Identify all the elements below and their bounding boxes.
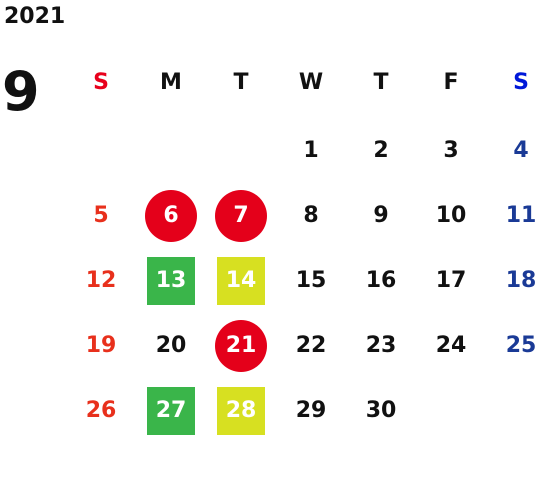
day-cell: 28 — [206, 378, 276, 443]
day-cell: 22 — [276, 313, 346, 378]
day-number: 10 — [435, 203, 467, 228]
day-number: 24 — [435, 333, 467, 358]
day-number: 25 — [505, 333, 537, 358]
day-number: 5 — [93, 203, 109, 228]
year-label: 2021 — [4, 4, 66, 29]
day-cell: 2 — [346, 118, 416, 183]
day-cell: 17 — [416, 248, 486, 313]
day-number: 17 — [435, 268, 467, 293]
weekday-wednesday: W — [298, 69, 324, 95]
day-number: 2 — [373, 138, 389, 163]
day-number: 22 — [295, 333, 327, 358]
day-cell: 19 — [66, 313, 136, 378]
day-number: 26 — [85, 398, 117, 423]
weekday-thursday: T — [373, 69, 389, 95]
day-number: 4 — [513, 138, 529, 163]
day-number: 16 — [365, 268, 397, 293]
day-cell — [136, 118, 206, 183]
day-number: 15 — [295, 268, 327, 293]
weekday-friday: F — [443, 69, 459, 95]
day-number: 7 — [215, 189, 267, 242]
weekday-saturday: S — [513, 69, 529, 95]
day-cell: 5 — [66, 183, 136, 248]
day-number: 12 — [85, 268, 117, 293]
day-cell: 12 — [66, 248, 136, 313]
day-number: 8 — [303, 203, 319, 228]
day-number: 9 — [373, 203, 389, 228]
day-number: 14 — [217, 256, 265, 305]
day-number: 13 — [147, 256, 195, 305]
weekday-monday: M — [160, 69, 182, 95]
day-number: 28 — [217, 386, 265, 435]
day-cell: 29 — [276, 378, 346, 443]
day-number: 18 — [505, 268, 537, 293]
day-number: 19 — [85, 333, 117, 358]
day-cell: 7 — [206, 183, 276, 248]
day-number: 1 — [303, 138, 319, 163]
day-cell: 24 — [416, 313, 486, 378]
day-cell — [206, 118, 276, 183]
day-cell: 21 — [206, 313, 276, 378]
weekday-sunday: S — [93, 69, 109, 95]
day-number: 11 — [505, 203, 537, 228]
day-cell: 23 — [346, 313, 416, 378]
day-cell: 10 — [416, 183, 486, 248]
day-number: 30 — [365, 398, 397, 423]
day-number: 20 — [155, 333, 187, 358]
day-cell: 26 — [66, 378, 136, 443]
day-cell: 25 — [486, 313, 548, 378]
day-cell: 20 — [136, 313, 206, 378]
day-cell: 9 — [346, 183, 416, 248]
weekday-tuesday: T — [233, 69, 249, 95]
day-number: 21 — [215, 319, 267, 372]
day-number: 3 — [443, 138, 459, 163]
day-number: 6 — [145, 189, 197, 242]
day-number: 27 — [147, 386, 195, 435]
day-cell: 8 — [276, 183, 346, 248]
day-cell: 13 — [136, 248, 206, 313]
day-number: 23 — [365, 333, 397, 358]
day-cell — [486, 378, 548, 443]
weekday-header-row: S M T W T F S — [66, 62, 548, 102]
day-cell: 3 — [416, 118, 486, 183]
day-cell: 11 — [486, 183, 548, 248]
day-cell: 30 — [346, 378, 416, 443]
day-cell: 18 — [486, 248, 548, 313]
day-cell — [66, 118, 136, 183]
day-cell: 27 — [136, 378, 206, 443]
day-number: 29 — [295, 398, 327, 423]
day-cell: 14 — [206, 248, 276, 313]
day-cell — [416, 378, 486, 443]
day-cell: 1 — [276, 118, 346, 183]
day-cell: 4 — [486, 118, 548, 183]
day-cell: 16 — [346, 248, 416, 313]
day-cell: 6 — [136, 183, 206, 248]
day-cell: 15 — [276, 248, 346, 313]
month-number: 9 — [2, 60, 40, 123]
